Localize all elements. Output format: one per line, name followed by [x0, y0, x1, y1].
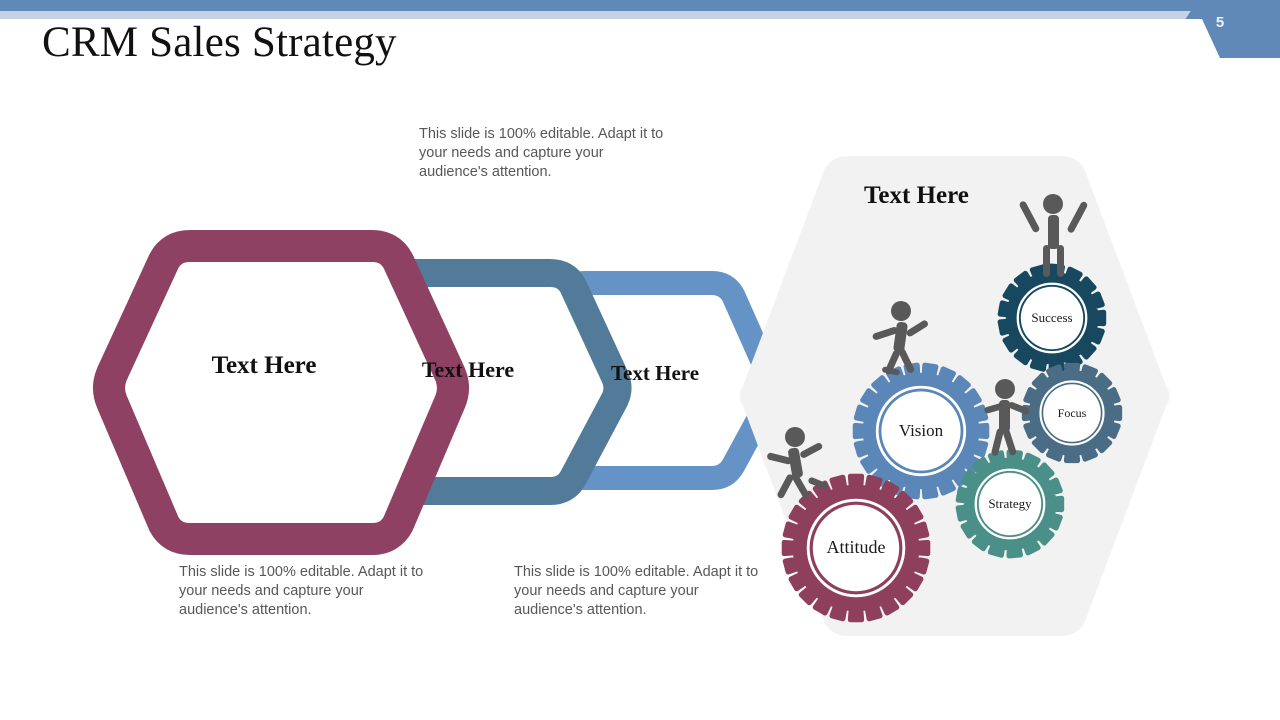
gear-label-focus: Focus: [1058, 406, 1087, 420]
description-bottom-center: This slide is 100% editable. Adapt it to…: [514, 564, 759, 618]
gear-vision[interactable]: [852, 362, 990, 500]
description-bottom-left: This slide is 100% editable. Adapt it to…: [179, 564, 424, 618]
gear-focus[interactable]: [1021, 362, 1123, 464]
page-title: CRM Sales Strategy: [42, 19, 397, 66]
hexagon-label-1: Text Here: [211, 352, 317, 379]
celebrating-person-icon: [1019, 194, 1088, 277]
corner-wedge: [1100, 19, 1220, 58]
gear-label-success: Success: [1031, 310, 1072, 325]
top-accent-bar: [0, 0, 1280, 11]
gear-success[interactable]: [997, 263, 1107, 373]
gear-label-vision: Vision: [899, 421, 944, 440]
walking-person-icon: [984, 379, 1030, 456]
climbing-person-icon: [767, 427, 828, 499]
gear-label-attitude: Attitude: [827, 537, 886, 557]
gear-attitude[interactable]: [781, 473, 931, 623]
gear-label-strategy: Strategy: [988, 496, 1032, 511]
page-number: 5: [1215, 14, 1225, 31]
hexagon-label-2: Text Here: [421, 357, 515, 382]
hexagon-maroon[interactable]: [93, 230, 469, 555]
running-person-icon: [872, 301, 928, 376]
top-accent-bar-light: [0, 11, 1280, 19]
gear-strategy[interactable]: [955, 449, 1065, 559]
gear-panel-heading: Text Here: [864, 182, 969, 209]
description-top: This slide is 100% editable. Adapt it to…: [419, 126, 664, 180]
hexagon-label-3: Text Here: [610, 361, 700, 385]
